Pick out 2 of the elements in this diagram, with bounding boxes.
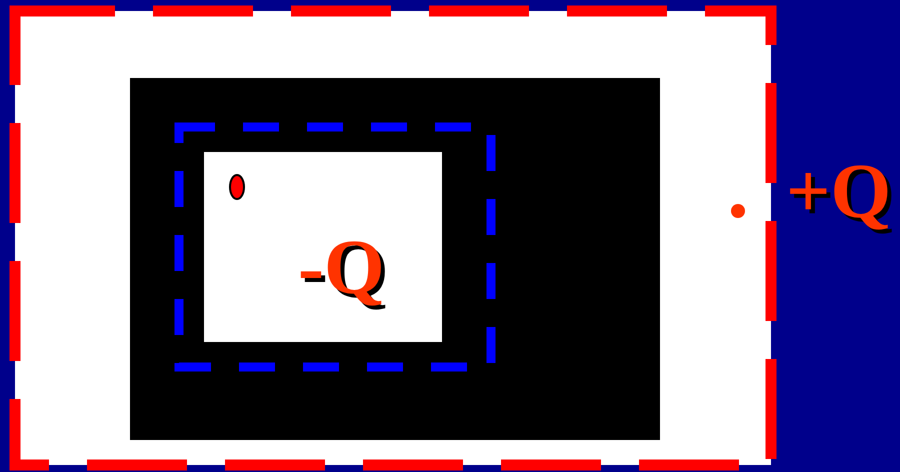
charge-label: +Q [786,152,892,230]
charge-label: -Q [298,228,385,306]
